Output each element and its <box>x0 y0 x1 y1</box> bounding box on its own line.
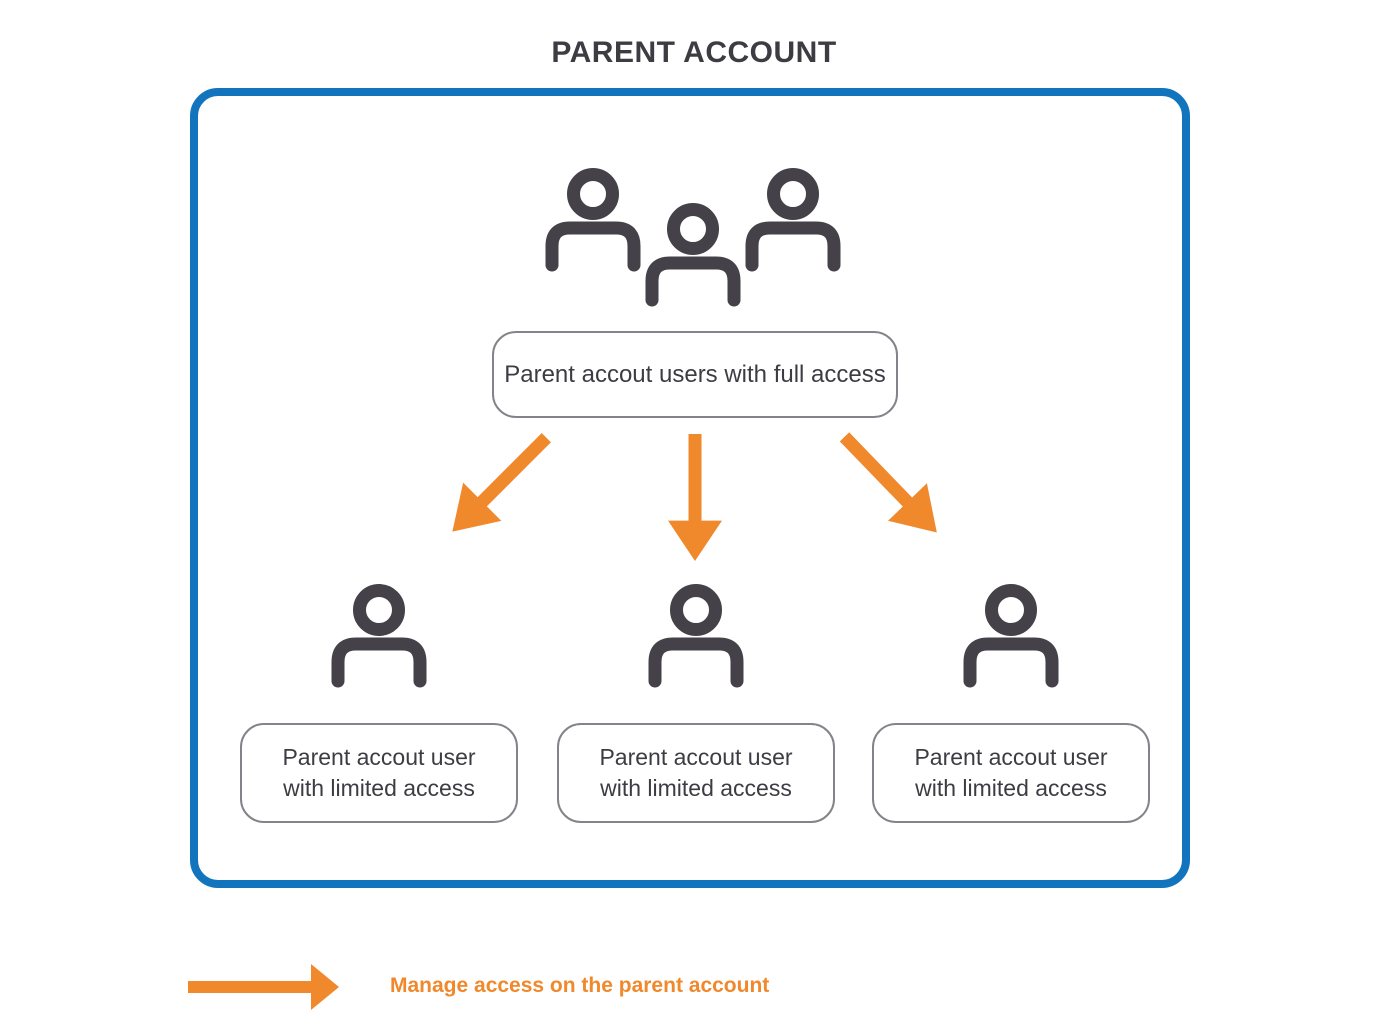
limited-access-box: Parent accout user with limited access <box>240 723 518 823</box>
full-access-box: Parent accout users with full access <box>492 331 898 418</box>
orange-arrow-icon <box>432 418 566 552</box>
user-icon <box>961 584 1061 688</box>
limited-access-box: Parent accout user with limited access <box>557 723 835 823</box>
legend-label: Manage access on the parent account <box>390 974 770 997</box>
user-icon <box>646 584 746 688</box>
limited-access-box: Parent accout user with limited access <box>872 723 1150 823</box>
right-arrow-icon <box>188 964 340 1010</box>
orange-arrow-icon <box>667 434 723 562</box>
limited-access-label-line: with limited access <box>915 775 1107 801</box>
limited-access-label-line: Parent accout user <box>914 744 1108 770</box>
limited-access-label-line: with limited access <box>600 775 792 801</box>
full-access-label: Parent accout users with full access <box>504 360 886 388</box>
user-icon <box>329 584 429 688</box>
users-group-icon <box>743 168 843 272</box>
page-title: PARENT ACCOUNT <box>551 36 837 69</box>
users-group-icon <box>543 168 643 272</box>
limited-access-label-line: Parent accout user <box>282 744 476 770</box>
orange-arrow-icon <box>824 417 957 552</box>
limited-access-label-line: Parent accout user <box>599 744 793 770</box>
users-group-icon <box>643 203 743 307</box>
limited-access-label-line: with limited access <box>283 775 475 801</box>
